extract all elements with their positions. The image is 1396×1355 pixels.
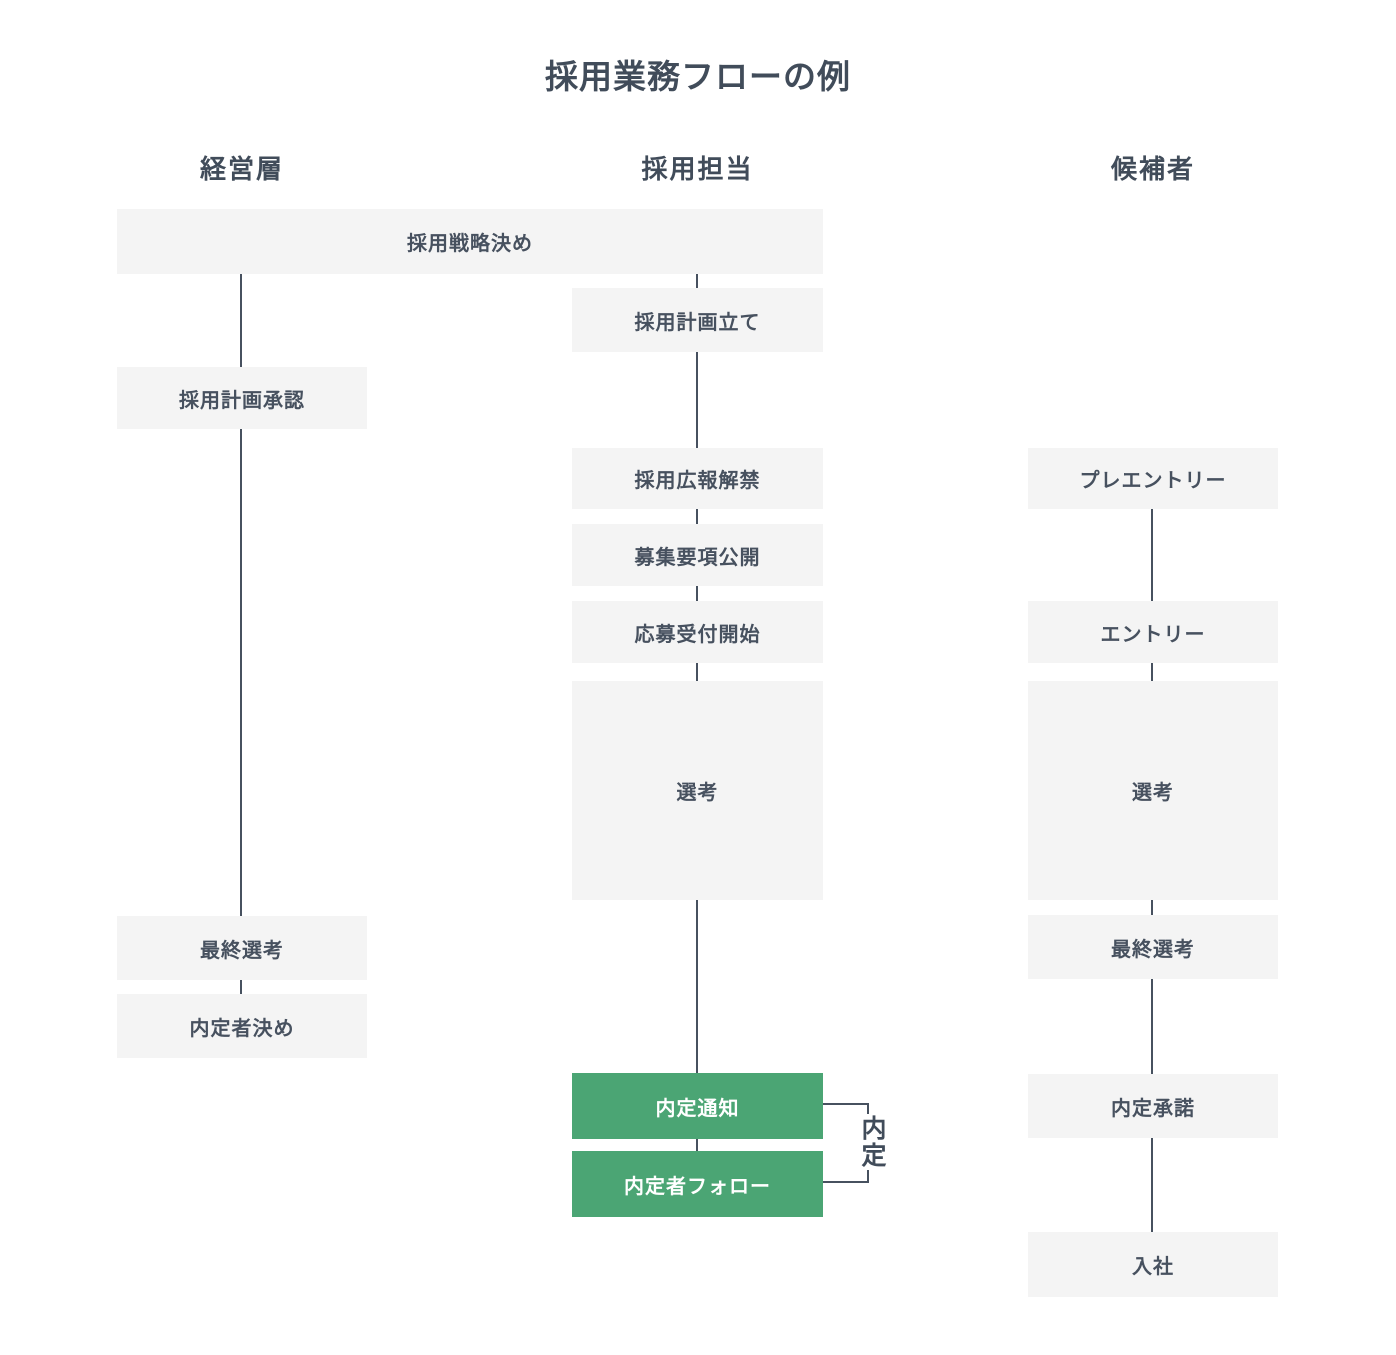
flow-node-pr-open: 採用広報解禁 [572, 448, 823, 509]
bracket-bottom-tick [867, 1170, 869, 1183]
flow-node-final-screening-candidate: 最終選考 [1028, 915, 1278, 979]
flow-node-screening-recruiter: 選考 [572, 681, 823, 900]
flow-node-screening-candidate: 選考 [1028, 681, 1278, 900]
connector-pr-open-to-guidelines [696, 509, 698, 524]
flow-node-entry: エントリー [1028, 601, 1278, 663]
flow-node-strategy: 採用戦略決め [117, 209, 823, 274]
bracket-top-line [823, 1103, 869, 1105]
offer-bracket-label: 内定 [858, 1115, 886, 1169]
flow-node-offer-notice: 内定通知 [572, 1073, 823, 1139]
connector-plan-make-to-pr-open [696, 352, 698, 448]
flow-node-joining: 入社 [1028, 1232, 1278, 1297]
connector-pre-entry-to-entry [1151, 509, 1153, 601]
bracket-top-tick [867, 1103, 869, 1114]
connector-final-screening-to-offer-acceptance [1151, 979, 1153, 1074]
column-header-management: 経営層 [199, 154, 284, 184]
connector-screening-to-offer-notice [696, 900, 698, 1073]
connector-guidelines-to-application-start [696, 586, 698, 601]
flow-node-pre-entry: プレエントリー [1028, 448, 1278, 509]
connector-final-screening-to-offeree-decision [240, 980, 242, 994]
connector-offer-acceptance-to-joining [1151, 1138, 1153, 1232]
flow-node-application-start: 応募受付開始 [572, 601, 823, 663]
connector-entry-to-screening [1151, 663, 1153, 681]
connector-strategy-to-plan-make [696, 274, 698, 288]
flow-node-plan-approve: 採用計画承認 [117, 367, 367, 429]
connector-screening-to-final-screening [1151, 900, 1153, 915]
column-header-candidate: 候補者 [1110, 154, 1195, 184]
connector-strategy-to-plan-approve [240, 274, 242, 367]
flow-node-offeree-follow: 内定者フォロー [572, 1151, 823, 1217]
column-header-recruiter: 採用担当 [641, 154, 754, 184]
diagram-title: 採用業務フローの例 [545, 58, 851, 95]
connector-plan-approve-to-final-screening [240, 429, 242, 916]
flow-node-final-screening-mgmt: 最終選考 [117, 916, 367, 980]
flow-node-offer-acceptance: 内定承諾 [1028, 1074, 1278, 1138]
flow-node-offeree-decision: 内定者決め [117, 994, 367, 1058]
connector-application-start-to-screening [696, 663, 698, 681]
connector-offer-notice-to-offeree-follow [696, 1139, 698, 1151]
bracket-bottom-line [823, 1181, 869, 1183]
flow-node-plan-make: 採用計画立て [572, 288, 823, 352]
flow-node-guidelines-publish: 募集要項公開 [572, 524, 823, 586]
